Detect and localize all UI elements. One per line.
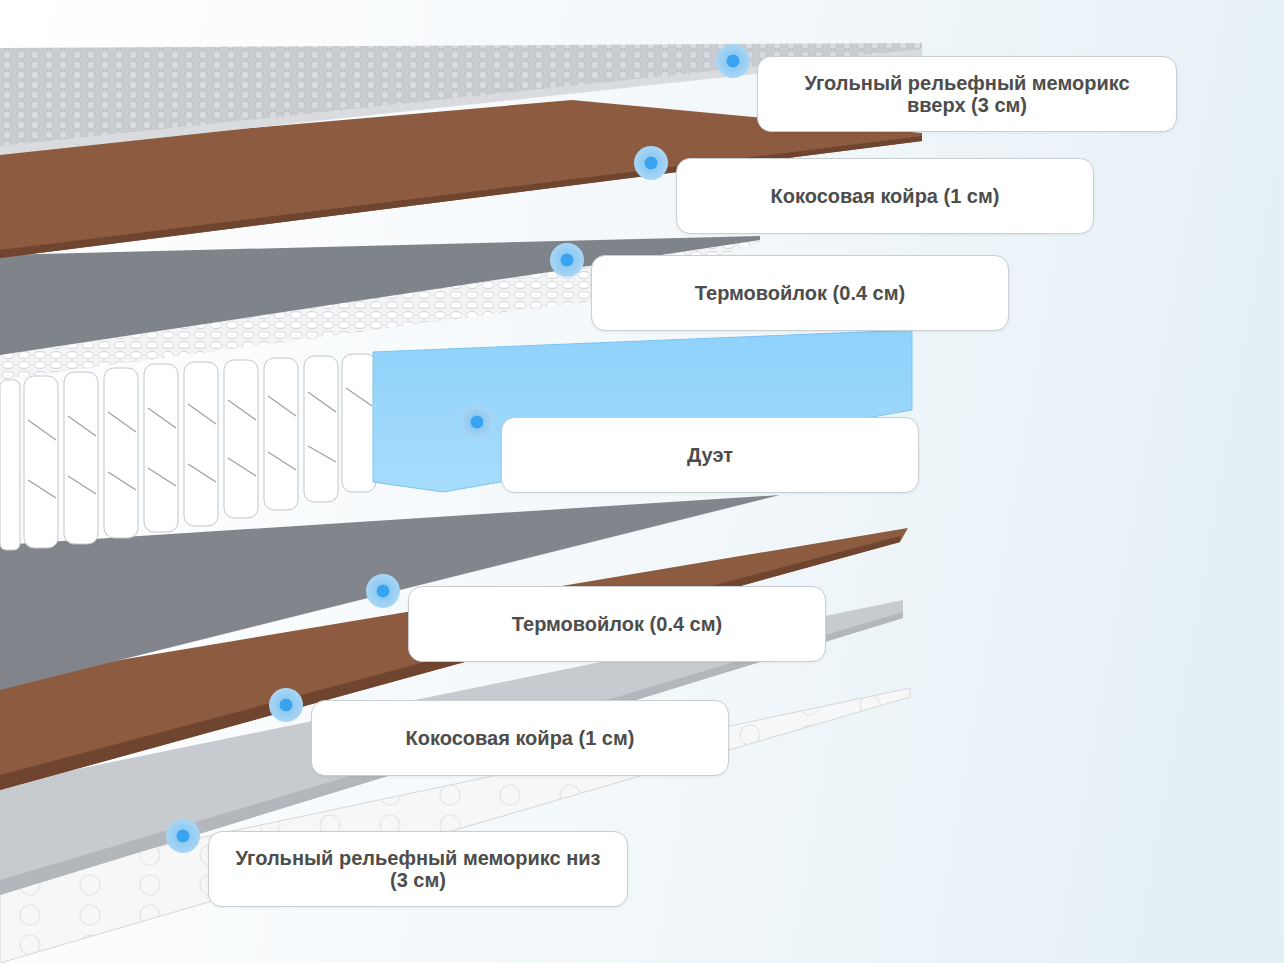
layer-label: Термовойлок (0.4 см) — [695, 282, 905, 304]
layer-label: Кокосовая койра (1 см) — [406, 727, 635, 749]
layer-callout: Угольный рельефный меморикс вверх (3 см) — [757, 56, 1177, 132]
layer-callout: Угольный рельефный меморикс низ (3 см) — [208, 831, 628, 907]
layer-label: Дуэт — [687, 444, 733, 466]
layer-label: Термовойлок (0.4 см) — [512, 613, 722, 635]
layer-label: Угольный рельефный меморикс вверх (3 см) — [776, 72, 1158, 116]
layer-callout: Кокосовая койра (1 см) — [676, 158, 1094, 234]
layer-callout: Термовойлок (0.4 см) — [591, 255, 1009, 331]
layer-callout: Термовойлок (0.4 см) — [408, 586, 826, 662]
layer-label: Кокосовая койра (1 см) — [771, 185, 1000, 207]
layer-callout: Дуэт — [501, 417, 919, 493]
layer-label: Угольный рельефный меморикс низ (3 см) — [227, 847, 609, 891]
layer-callout: Кокосовая койра (1 см) — [311, 700, 729, 776]
